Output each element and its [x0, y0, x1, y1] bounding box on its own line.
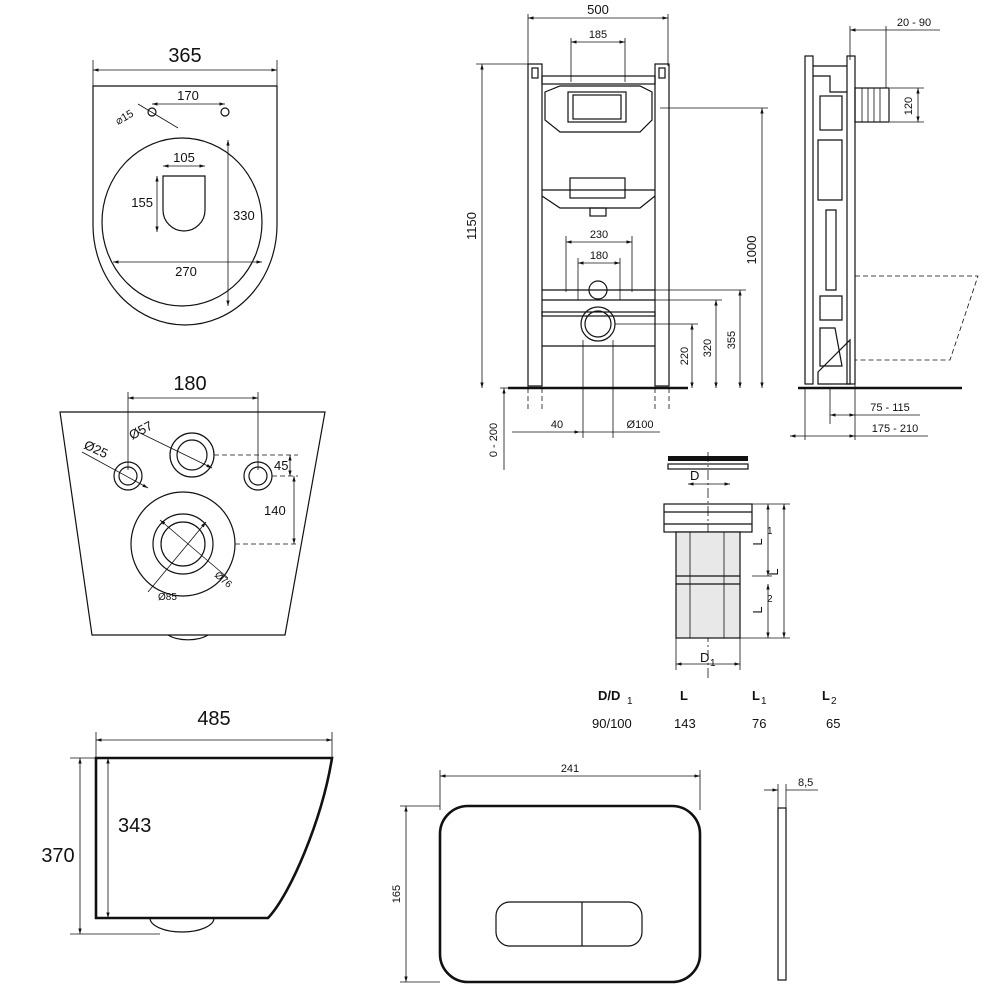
depth-adjust-label: 20 - 90	[897, 17, 931, 29]
hole-spacing-label: 170	[177, 88, 199, 103]
pipe-l2-label: L	[750, 606, 765, 613]
height-320-label: 320	[702, 339, 714, 357]
bowl-outline	[92, 85, 278, 326]
table-header-l2: L	[822, 688, 830, 703]
table-value-l2: 65	[826, 716, 840, 731]
pipe-l1-subscript: 1	[767, 526, 773, 537]
outlet-outer-label: Ø85	[158, 592, 177, 603]
bowl-width-label: 365	[168, 45, 201, 67]
leg-adjust-label: 0 - 200	[488, 423, 500, 457]
bowl-height-label: 370	[41, 845, 74, 867]
bolt-dia-label: Ø25	[82, 437, 111, 461]
inner-depth-label: 330	[233, 208, 255, 223]
frame-inner-width-label: 185	[589, 29, 607, 41]
frame-side-view: 20 - 90 120 75 - 115 175 - 210	[790, 17, 979, 440]
flush-plate-front-view: 241 165	[391, 763, 702, 984]
table-header-dd1: D/D	[598, 688, 620, 703]
plate-height-label: 165	[391, 885, 403, 903]
pipe-body	[675, 531, 741, 639]
drain-pipe-view: D D 1 L 1 L 2 L	[663, 452, 790, 680]
table-value-l: 143	[674, 716, 696, 731]
bowl-rim	[101, 137, 263, 307]
side-valve	[819, 95, 843, 131]
side-pipe-connector	[854, 87, 890, 123]
inlet-pipe	[588, 280, 608, 300]
table-value-l1: 76	[752, 716, 766, 731]
outlet-width-label: 105	[173, 150, 195, 165]
table-header-l1-subscript: 1	[761, 696, 767, 707]
table-header-l2-subscript: 2	[831, 696, 837, 707]
pipe-d1-label: D	[700, 650, 709, 665]
outlet-depth-label: 155	[131, 195, 153, 210]
range-1-label: 75 - 115	[870, 402, 910, 414]
pipe-d-label: D	[690, 468, 699, 483]
plate-thickness-label: 8,5	[798, 777, 813, 789]
fixing-hole-left	[147, 107, 157, 117]
hole-dia-label: ⌀15	[114, 108, 136, 128]
table-header-l: L	[680, 688, 688, 703]
side-foot	[149, 917, 215, 933]
pipe-l1-label: L	[750, 538, 765, 545]
pipe-dimension-table: D/D 1 L L 1 L 2 90/100 143 76 65	[592, 688, 840, 731]
back-foot	[167, 634, 209, 641]
bowl-back-view: 180 Ø57 Ø25 45 140 Ø85 Ø76	[59, 373, 326, 641]
frame-right-post	[654, 63, 670, 387]
bowl-inner-height-label: 343	[118, 815, 151, 837]
flush-buttons	[495, 901, 643, 947]
inner-width-label: 270	[175, 264, 197, 279]
flush-unit	[567, 91, 627, 123]
pipe-l2-subscript: 2	[767, 594, 773, 605]
pipe-d1-subscript: 1	[710, 658, 716, 669]
outlet-inner-label: Ø76	[212, 570, 234, 591]
plate-side	[777, 807, 787, 981]
flush-plate	[438, 804, 702, 984]
height-1000-label: 1000	[744, 236, 759, 265]
range-2-label: 175 - 210	[872, 423, 918, 435]
total-height-label: 1150	[464, 212, 479, 240]
side-outline	[94, 756, 334, 920]
inlet-height-label: 45	[274, 458, 288, 473]
flush-plate-side-view: 8,5	[764, 777, 818, 981]
bowl-top-view: 365 170 ⌀15 105 155 330 270	[92, 45, 278, 326]
bowl-side-view: 485 370 343	[41, 708, 334, 935]
back-outline	[59, 411, 326, 636]
cistern	[544, 85, 653, 133]
pipe-height-label: 120	[903, 97, 915, 115]
pipe-l-label: L	[766, 568, 781, 575]
height-355-label: 355	[726, 331, 738, 349]
outlet-height-label: 140	[264, 503, 286, 518]
fixing-hole-right	[220, 107, 230, 117]
table-header-l1: L	[752, 688, 760, 703]
drain-dia-label: Ø100	[627, 419, 654, 431]
bolt-span-label: 180	[590, 250, 608, 262]
outlet-opening	[162, 175, 206, 232]
plate-width-label: 241	[561, 763, 579, 775]
inlet-spacing-label: 180	[173, 373, 206, 395]
frame-front-view: 500 185 1150 100	[464, 2, 768, 470]
leg-offset-label: 40	[551, 419, 563, 431]
frame-width-label: 500	[587, 2, 609, 17]
table-header-dd1-subscript: 1	[627, 696, 633, 707]
inlet-span-label: 230	[590, 229, 608, 241]
height-220-label: 220	[679, 347, 691, 365]
bowl-length-label: 485	[197, 708, 230, 730]
inlet-dia-label: Ø57	[126, 418, 155, 443]
table-value-dd1: 90/100	[592, 716, 632, 731]
frame-left-post	[527, 63, 543, 387]
